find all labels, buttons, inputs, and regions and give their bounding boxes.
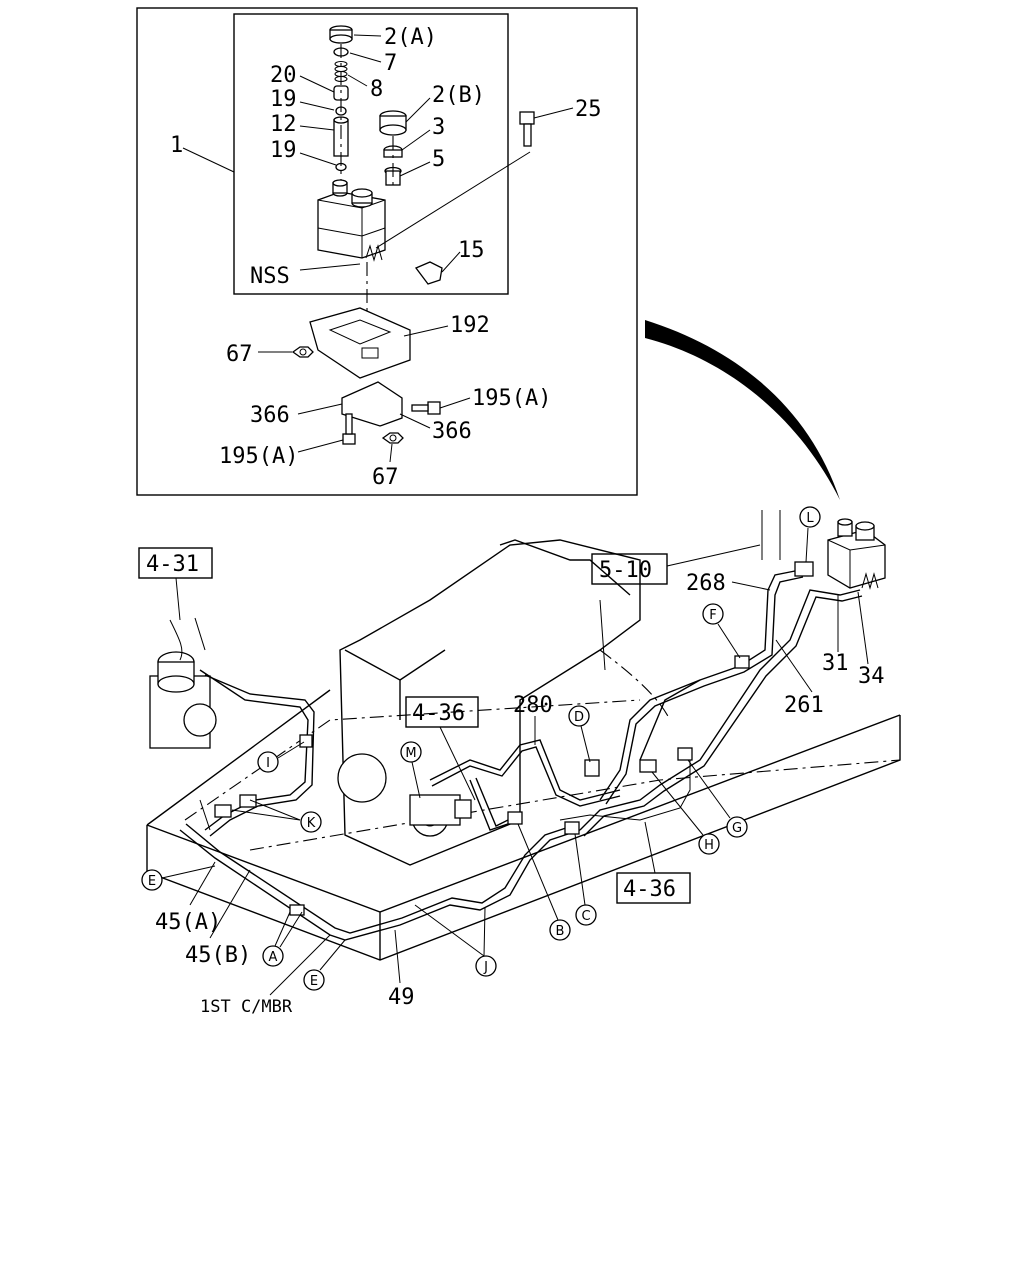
cap-2a xyxy=(329,25,353,44)
svg-text:K: K xyxy=(307,816,316,831)
label-19-upper: 19 xyxy=(270,87,297,112)
clip-g xyxy=(677,747,693,761)
label-268: 268 xyxy=(686,571,726,596)
svg-text:D: D xyxy=(574,710,584,725)
ref-4-36-bottom-text: 4-36 xyxy=(623,877,676,902)
clip-f xyxy=(734,655,750,669)
label-3: 3 xyxy=(432,115,445,140)
callout-f: F xyxy=(702,603,741,659)
label-8: 8 xyxy=(370,77,383,102)
bracket-366 xyxy=(341,381,403,427)
label-67-lower: 67 xyxy=(372,465,399,490)
label-49: 49 xyxy=(388,985,415,1010)
svg-text:G: G xyxy=(732,821,742,836)
label-45a: 45(A) xyxy=(155,910,221,935)
label-195a-upper: 195(A) xyxy=(472,386,551,411)
clip-b xyxy=(507,811,523,825)
callout-m: M xyxy=(400,741,422,799)
callout-h: H xyxy=(651,771,720,855)
ref-4-31-text: 4-31 xyxy=(146,552,199,577)
callout-i: I xyxy=(257,741,305,773)
clip-15 xyxy=(414,261,443,285)
label-280: 280 xyxy=(513,693,553,718)
clip-k-1 xyxy=(214,804,232,818)
label-1: 1 xyxy=(170,133,183,158)
label-nss: NSS xyxy=(250,264,290,289)
clip-h xyxy=(639,759,657,773)
clip-k-2 xyxy=(239,794,257,808)
clip-d xyxy=(584,759,600,777)
clip-i xyxy=(299,734,313,748)
oil-pump xyxy=(409,794,472,837)
svg-text:E: E xyxy=(148,874,156,889)
label-67-upper: 67 xyxy=(226,342,253,367)
reservoir-body xyxy=(317,179,386,262)
label-261: 261 xyxy=(784,693,824,718)
bolt-195a-upper xyxy=(411,401,441,415)
label-1st-cross-member: 1ST C/MBR xyxy=(200,997,293,1017)
callout-g: G xyxy=(687,759,748,838)
bracket-192 xyxy=(309,307,411,379)
label-45b: 45(B) xyxy=(185,943,251,968)
label-15: 15 xyxy=(458,238,485,263)
label-20: 20 xyxy=(270,63,297,88)
ref-4-36-top-text: 4-36 xyxy=(412,701,465,726)
label-12: 12 xyxy=(270,112,297,137)
label-7: 7 xyxy=(384,51,397,76)
callout-l: L xyxy=(799,506,821,563)
callout-k: K xyxy=(231,799,322,833)
ref-5-10-text: 5-10 xyxy=(599,558,652,583)
inset-outer-frame xyxy=(136,7,638,496)
svg-text:C: C xyxy=(581,909,590,924)
cap-2b xyxy=(379,110,407,136)
reservoir-mounted xyxy=(794,518,886,590)
label-31: 31 xyxy=(822,651,849,676)
label-195a-lower: 195(A) xyxy=(219,444,298,469)
label-366-right: 366 xyxy=(432,419,472,444)
inset-inner-frame xyxy=(233,13,509,295)
svg-text:H: H xyxy=(704,838,714,853)
detail-connector-arc xyxy=(645,320,840,500)
callout-e-left: E xyxy=(141,865,216,891)
svg-text:E: E xyxy=(310,974,318,989)
nut-67-upper xyxy=(291,346,314,358)
engine-block xyxy=(337,539,671,866)
svg-text:M: M xyxy=(405,746,416,761)
svg-text:I: I xyxy=(266,756,270,771)
svg-text:A: A xyxy=(269,950,278,965)
callout-a: A xyxy=(262,911,303,967)
label-25: 25 xyxy=(575,97,602,122)
ref-box-5-10: 5-10 xyxy=(591,553,668,585)
steering-gear-box xyxy=(149,617,217,749)
callout-b: B xyxy=(517,823,571,941)
chassis-frame xyxy=(146,689,901,961)
label-34: 34 xyxy=(858,664,885,689)
bolt-195a-lower xyxy=(342,413,356,445)
ref-box-4-31: 4-31 xyxy=(138,547,213,579)
ref-box-4-36-top: 4-36 xyxy=(405,696,479,728)
svg-text:J: J xyxy=(483,960,488,975)
label-19-lower: 19 xyxy=(270,138,297,163)
label-2a: 2(A) xyxy=(384,25,437,50)
bolt-25 xyxy=(519,111,535,147)
callout-e-bottom: E xyxy=(303,939,346,991)
label-5: 5 xyxy=(432,147,445,172)
svg-text:L: L xyxy=(806,511,814,526)
label-2b: 2(B) xyxy=(432,83,485,108)
callout-j: J xyxy=(414,904,497,977)
svg-text:B: B xyxy=(556,924,565,939)
callout-d: D xyxy=(568,705,591,763)
clip-a xyxy=(289,904,305,916)
label-192: 192 xyxy=(450,313,490,338)
main-assembly-view: 4-31 5-10 4-36 4-36 xyxy=(138,506,901,1017)
nut-67-lower xyxy=(381,432,404,444)
clip-c xyxy=(564,821,580,835)
svg-text:F: F xyxy=(709,608,716,623)
callout-c: C xyxy=(574,833,597,926)
ref-box-4-36-bottom: 4-36 xyxy=(616,872,691,904)
label-366-left: 366 xyxy=(250,403,290,428)
inset-exploded-view: 2(A) 7 20 8 2(B) 19 12 3 19 5 25 1 15 NS… xyxy=(136,7,638,496)
